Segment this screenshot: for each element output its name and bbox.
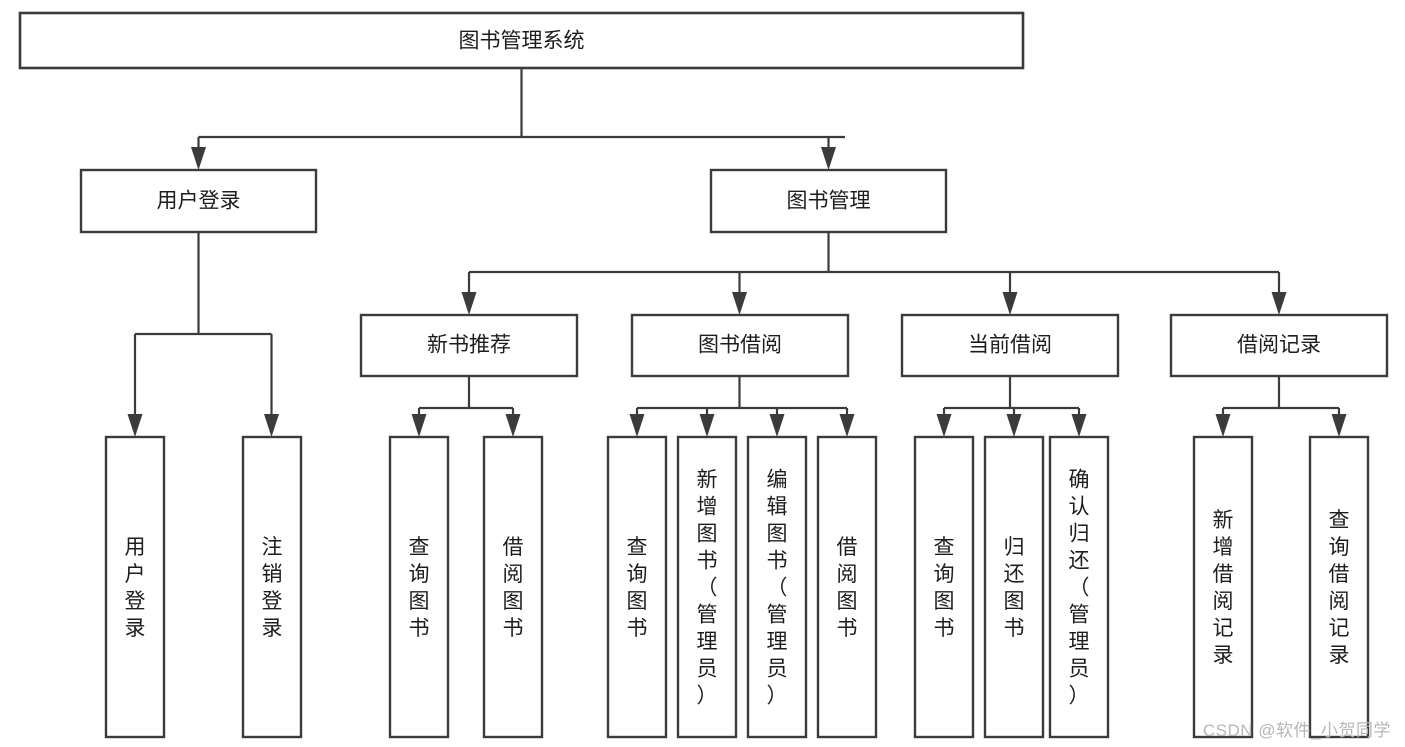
node-current-borrow[interactable]: 当前借阅	[900, 313, 1120, 378]
node-leaf-bb-edit[interactable]: 编辑图书（管理员）	[746, 435, 808, 739]
node-leaf-cb-confirm[interactable]: 确认归还（管理员）	[1048, 435, 1110, 739]
arrow-head-leaf-cb-confirm	[1071, 414, 1087, 437]
node-leaf-rec-borrow-box[interactable]	[482, 435, 544, 739]
arrow-head-leaf-bb-edit	[769, 414, 785, 437]
node-book-manage[interactable]: 图书管理	[709, 168, 948, 234]
node-leaf-br-add[interactable]: 新增借阅记录	[1192, 435, 1254, 739]
node-borrow-record[interactable]: 借阅记录	[1169, 313, 1389, 378]
node-book-borrow-label: 图书借阅	[698, 334, 782, 357]
node-book-borrow-box[interactable]	[630, 313, 850, 378]
node-leaf-br-add-box[interactable]	[1192, 435, 1254, 739]
node-leaf-bb-query-label: 查询图书	[627, 536, 648, 640]
node-borrow-record-box[interactable]	[1169, 313, 1389, 378]
node-leaf-cb-return-label: 归还图书	[1004, 536, 1025, 640]
node-book-manage-box[interactable]	[709, 168, 948, 234]
connector-layer	[127, 68, 1347, 437]
arrow-head-borrow-record	[1271, 292, 1287, 315]
node-leaf-bb-borrow[interactable]: 借阅图书	[816, 435, 878, 739]
arrow-head-leaf-bb-query	[629, 414, 645, 437]
arrow-head-leaf-bb-borrow	[839, 414, 855, 437]
arrow-head-book-borrow	[732, 292, 747, 315]
node-leaf-bb-borrow-label: 借阅图书	[837, 536, 858, 640]
node-leaf-rec-query-label: 查询图书	[409, 536, 430, 640]
node-leaf-user-logout-box[interactable]	[241, 435, 303, 739]
node-leaf-bb-edit-label: 编辑图书（管理员）	[767, 469, 788, 708]
node-leaf-bb-query-box[interactable]	[606, 435, 668, 739]
node-leaf-rec-query[interactable]: 查询图书	[388, 435, 450, 739]
node-leaf-cb-confirm-box[interactable]	[1048, 435, 1110, 739]
arrow-head-user-login	[191, 147, 206, 170]
node-leaf-cb-confirm-label: 确认归还（管理员）	[1069, 469, 1090, 708]
node-book-manage-label: 图书管理	[787, 190, 871, 213]
node-new-book-rec-box[interactable]	[359, 313, 579, 378]
node-leaf-user-login-box[interactable]	[104, 435, 166, 739]
arrow-head-book-manage	[821, 147, 836, 170]
node-leaf-br-query[interactable]: 查询借阅记录	[1308, 435, 1370, 739]
node-borrow-record-label: 借阅记录	[1237, 334, 1321, 357]
node-user-login[interactable]: 用户登录	[79, 168, 318, 234]
node-root[interactable]: 图书管理系统	[18, 11, 1025, 70]
node-leaf-cb-query[interactable]: 查询图书	[913, 435, 975, 739]
arrow-head-new-book-rec	[461, 292, 477, 315]
node-new-book-rec-label: 新书推荐	[427, 334, 511, 357]
node-current-borrow-box[interactable]	[900, 313, 1120, 378]
node-leaf-bb-query[interactable]: 查询图书	[606, 435, 668, 739]
arrow-head-leaf-br-query	[1331, 414, 1347, 437]
watermark: CSDN @软件_小贺同学	[1202, 721, 1391, 740]
node-leaf-rec-borrow-label: 借阅图书	[503, 536, 524, 640]
node-leaf-rec-borrow[interactable]: 借阅图书	[482, 435, 544, 739]
node-leaf-cb-query-label: 查询图书	[934, 536, 955, 640]
node-leaf-br-query-box[interactable]	[1308, 435, 1370, 739]
node-root-box[interactable]	[18, 11, 1025, 70]
arrow-head-leaf-user-login	[127, 414, 143, 437]
node-leaf-rec-query-box[interactable]	[388, 435, 450, 739]
node-leaf-cb-return-box[interactable]	[983, 435, 1045, 739]
arrow-head-current-borrow	[1002, 292, 1018, 315]
node-leaf-user-login[interactable]: 用户登录	[104, 435, 166, 739]
node-leaf-bb-add[interactable]: 新增图书（管理员）	[676, 435, 738, 739]
node-leaf-bb-edit-box[interactable]	[746, 435, 808, 739]
node-user-login-box[interactable]	[79, 168, 318, 234]
node-leaf-user-logout-label: 注销登录	[262, 536, 283, 640]
node-leaf-cb-query-box[interactable]	[913, 435, 975, 739]
node-new-book-rec[interactable]: 新书推荐	[359, 313, 579, 378]
node-book-borrow[interactable]: 图书借阅	[630, 313, 850, 378]
node-leaf-cb-return[interactable]: 归还图书	[983, 435, 1045, 739]
arrow-head-leaf-bb-add	[699, 414, 715, 437]
node-leaf-br-add-label: 新增借阅记录	[1213, 509, 1234, 667]
node-leaf-bb-add-label: 新增图书（管理员）	[697, 469, 718, 708]
arrow-head-leaf-user-logout	[264, 414, 279, 437]
node-user-login-label: 用户登录	[157, 190, 241, 213]
node-leaf-br-query-label: 查询借阅记录	[1329, 509, 1350, 667]
node-root-label: 图书管理系统	[459, 30, 585, 53]
node-leaf-user-logout[interactable]: 注销登录	[241, 435, 303, 739]
arrow-head-leaf-rec-borrow	[505, 414, 521, 437]
arrow-head-leaf-cb-return	[1006, 414, 1022, 437]
arrow-head-leaf-br-add	[1215, 414, 1231, 437]
node-leaf-user-login-label: 用户登录	[125, 536, 146, 640]
node-leaf-bb-borrow-box[interactable]	[816, 435, 878, 739]
arrow-head-leaf-cb-query	[936, 414, 952, 437]
node-leaf-bb-add-box[interactable]	[676, 435, 738, 739]
node-current-borrow-label: 当前借阅	[968, 334, 1052, 357]
arrow-head-leaf-rec-query	[411, 414, 427, 437]
